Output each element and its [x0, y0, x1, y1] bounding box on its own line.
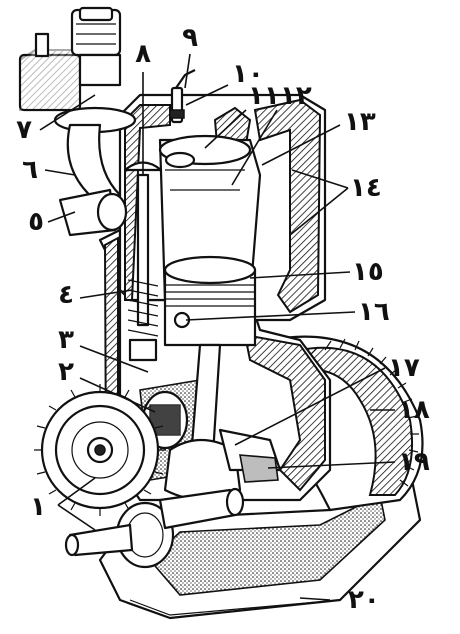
leader-12 [231, 109, 278, 186]
label-4: ٤ [58, 280, 74, 310]
label-5: ٥ [28, 207, 44, 237]
connecting-rod [163, 343, 282, 502]
crankshaft [158, 487, 245, 530]
label-15: ١٥ [352, 257, 384, 287]
leader-10 [185, 84, 229, 106]
label-16: ١٦ [358, 297, 390, 327]
carburetor [18, 6, 137, 237]
leader-14 [289, 169, 349, 236]
label-11: ١١ [248, 81, 280, 111]
label-1: ١ [30, 492, 46, 522]
label-7: ٧ [16, 115, 32, 145]
label-10: ١٠ [232, 59, 264, 89]
leader-lines [39, 53, 396, 601]
leader-4 [79, 289, 133, 299]
label-6: ٦ [22, 155, 38, 185]
leader-9 [184, 53, 191, 89]
leader-17 [234, 367, 386, 446]
label-13: ١٣ [344, 107, 376, 137]
leader-7 [39, 94, 96, 131]
label-20: ٢٠ [348, 585, 380, 615]
piston [163, 255, 257, 347]
flywheel-teeth [309, 338, 419, 487]
leader-6 [44, 169, 76, 176]
label-19: ١٩ [398, 447, 430, 477]
leader-11 [204, 109, 247, 149]
leader-15 [249, 271, 351, 279]
leader-19 [267, 461, 396, 469]
leader-2 [79, 377, 156, 413]
leader-20 [299, 597, 331, 601]
label-9: ٩ [182, 23, 198, 53]
leader-13 [261, 124, 341, 166]
label-8: ٨ [135, 39, 151, 69]
timing-gears [34, 384, 175, 569]
label-17: ١٧ [388, 353, 420, 383]
spark-plug [169, 69, 196, 124]
leader-3 [79, 345, 149, 373]
leader-16 [185, 311, 356, 321]
label-2: ٢ [58, 357, 74, 387]
number-labels: ١ ٢ ٣ ٤ ٥ ٦ ٧ ٨ ٩ ١٠ ١١ ١٢ ١٣ ١٤ ١٥ ١٦ ١… [16, 23, 430, 615]
leader-5 [47, 211, 76, 223]
leader-1 [57, 477, 96, 531]
label-12: ١٢ [280, 81, 312, 111]
large-gear-teeth [34, 384, 166, 516]
label-18: ١٨ [398, 395, 430, 425]
label-14: ١٤ [350, 173, 382, 203]
label-3: ٣ [58, 325, 74, 355]
